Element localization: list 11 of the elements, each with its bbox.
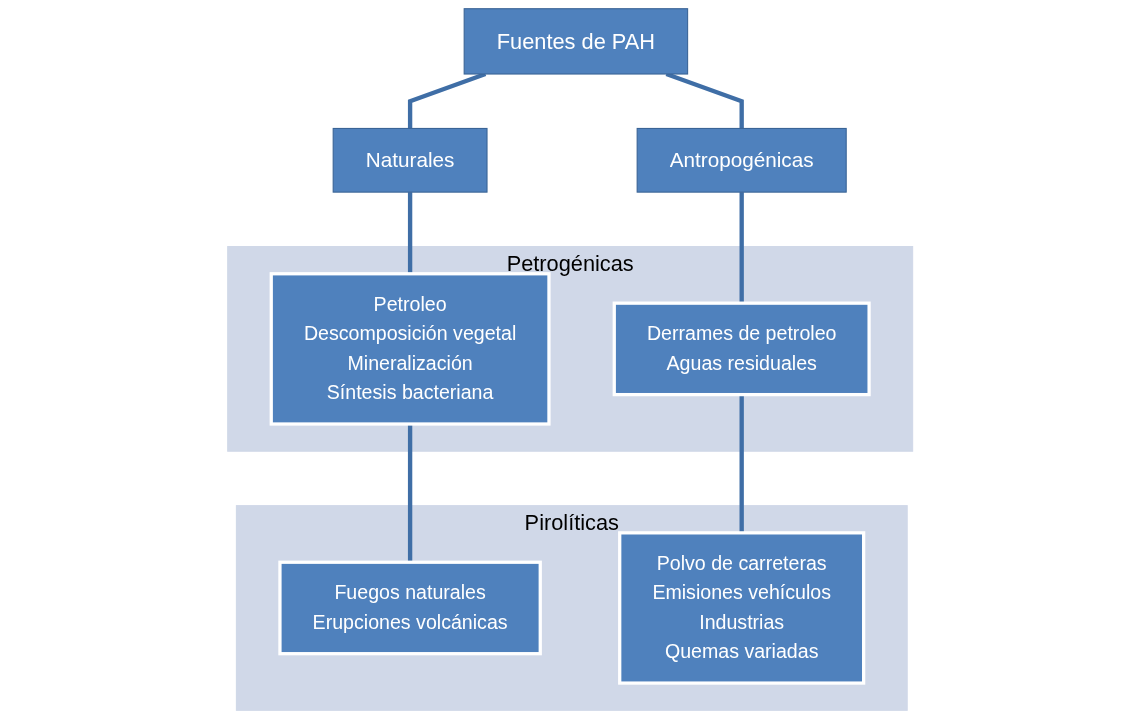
connector bbox=[739, 192, 744, 304]
node-box: Petroleo Descomposición vegetal Mineralización Síntesis bacteriana bbox=[269, 272, 551, 426]
node-box: Polvo de carreteras Emisiones vehículos Industrias Quemas variadas bbox=[617, 531, 866, 685]
connector bbox=[407, 424, 413, 563]
node-box: Antropogénicas bbox=[636, 127, 847, 193]
connector bbox=[739, 394, 744, 533]
node-box: Derrames de petroleo Aguas residuales bbox=[612, 301, 871, 397]
node-box: Fuentes de PAH bbox=[463, 8, 688, 75]
node-box: Fuegos naturales Erupciones volcánicas bbox=[278, 560, 542, 656]
connector bbox=[407, 192, 413, 274]
node-box: Naturales bbox=[332, 127, 488, 193]
